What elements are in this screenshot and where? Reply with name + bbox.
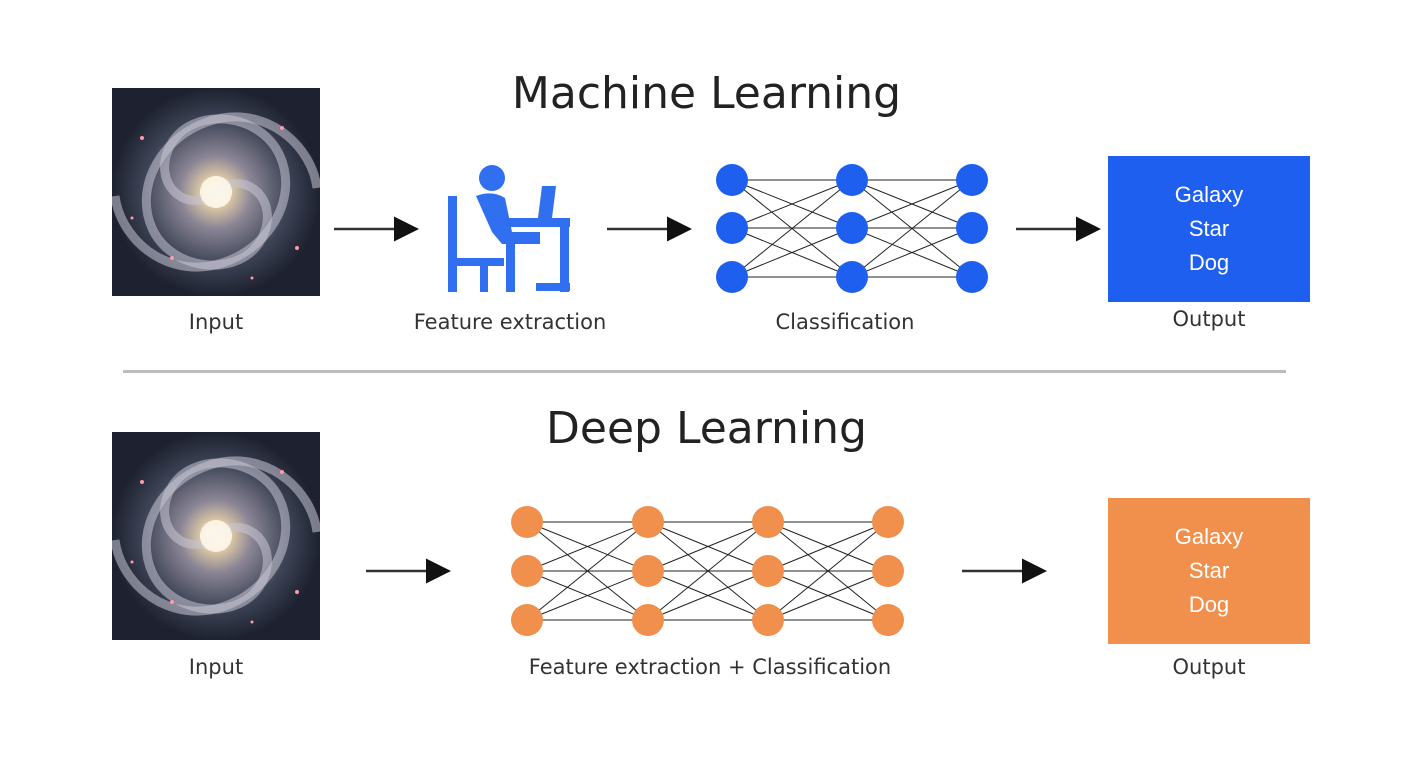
- dl-network-node: [511, 555, 543, 587]
- dl-network-edge: [647, 570, 769, 621]
- ml-network-edge: [851, 179, 973, 229]
- ml-output-class: Dog: [1188, 250, 1230, 275]
- ml-output-class: Galaxy: [1174, 182, 1244, 207]
- ml-network-node: [716, 261, 748, 293]
- ml-network-node: [716, 164, 748, 196]
- dl-network-edge: [767, 521, 889, 621]
- ml-network-node: [956, 212, 988, 244]
- dl-network-node: [632, 506, 664, 538]
- dl-network-edge: [767, 521, 889, 572]
- ml-input-image: [112, 88, 320, 296]
- dl-network-node: [872, 506, 904, 538]
- dl-network-node: [632, 555, 664, 587]
- dl-network-edge: [767, 570, 889, 621]
- dl-network-node: [872, 604, 904, 636]
- dl-output-box: Galaxy Star Dog: [1108, 498, 1310, 644]
- dl-network-node: [511, 506, 543, 538]
- ml-network-node: [956, 164, 988, 196]
- ml-network-edge: [851, 227, 973, 278]
- ml-classification-label: Classification: [775, 310, 915, 334]
- dl-output-class: Dog: [1188, 592, 1230, 617]
- ml-output-box: Galaxy Star Dog: [1108, 156, 1310, 302]
- dl-network-node: [752, 555, 784, 587]
- dl-network-edge: [647, 521, 769, 621]
- ml-network-node: [716, 212, 748, 244]
- ml-network-edge: [731, 179, 853, 278]
- ml-network-node: [836, 164, 868, 196]
- ml-feature-label: Feature extraction: [413, 310, 607, 334]
- ml-title: Machine Learning: [511, 68, 902, 119]
- ml-output-label: Output: [1172, 307, 1246, 331]
- dl-network-edge: [526, 521, 649, 572]
- dl-input-label: Input: [188, 655, 244, 679]
- dl-network-node: [752, 506, 784, 538]
- dl-output-label: Output: [1172, 655, 1246, 679]
- dl-network-edge: [526, 570, 649, 621]
- dl-output-class: Galaxy: [1174, 524, 1244, 549]
- section-divider: [123, 370, 1286, 373]
- dl-output-class: Star: [1188, 558, 1230, 583]
- dl-network-node: [752, 604, 784, 636]
- dl-network: [511, 506, 904, 636]
- dl-network-node: [872, 555, 904, 587]
- ml-input-label: Input: [188, 310, 244, 334]
- ml-network-node: [836, 212, 868, 244]
- dl-network-edge: [526, 521, 649, 621]
- dl-title: Deep Learning: [546, 403, 867, 454]
- dl-network-node: [511, 604, 543, 636]
- dl-combined-label: Feature extraction + Classification: [528, 655, 892, 679]
- ml-network-edge: [851, 179, 973, 278]
- ml-network-node: [956, 261, 988, 293]
- ml-network-edge: [731, 179, 853, 229]
- person-at-desk-icon: [448, 165, 570, 292]
- ml-network: [716, 164, 988, 293]
- ml-network-node: [836, 261, 868, 293]
- dl-network-node: [632, 604, 664, 636]
- dl-input-image: [112, 432, 320, 640]
- ml-network-edge: [731, 227, 853, 278]
- ml-output-class: Star: [1188, 216, 1230, 241]
- dl-network-edge: [647, 521, 769, 572]
